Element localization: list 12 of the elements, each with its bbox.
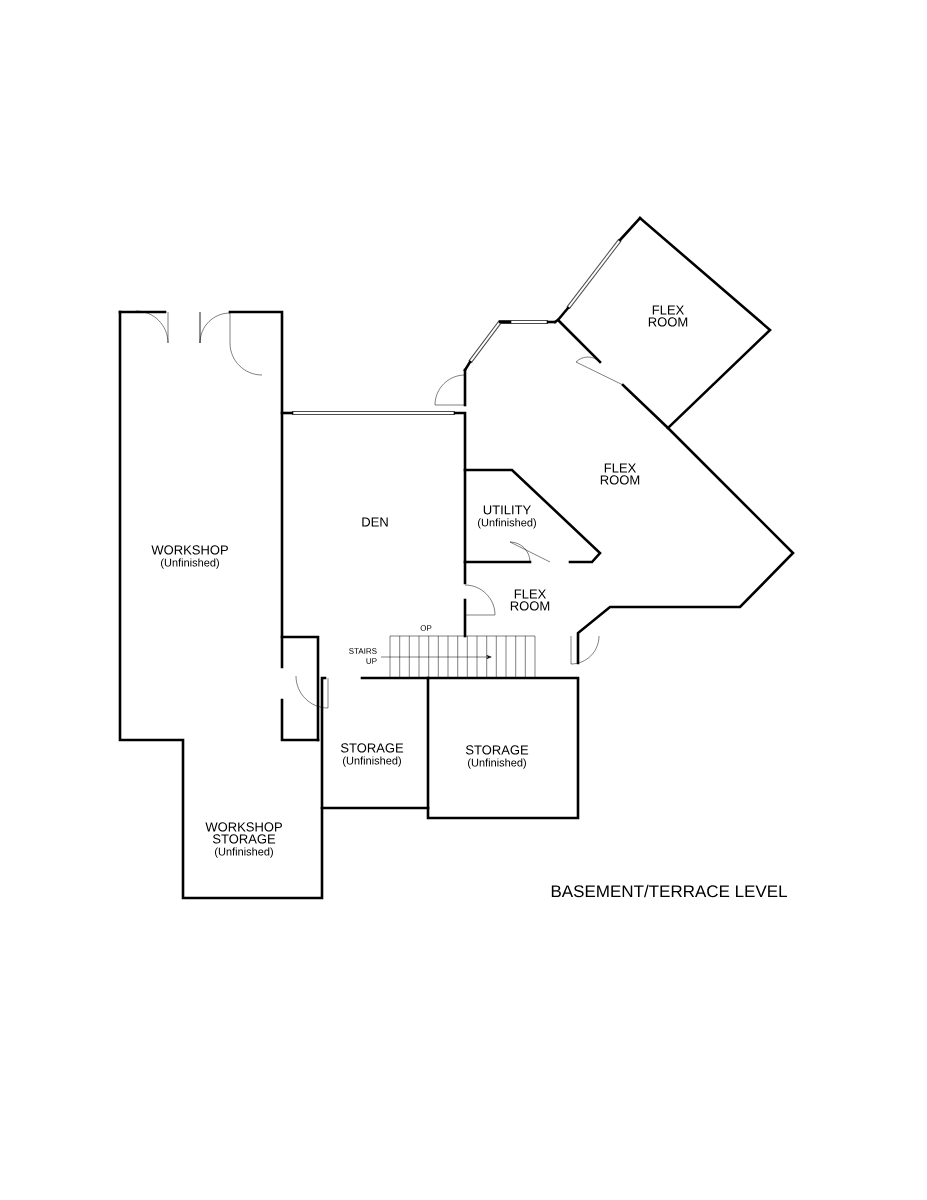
- level-caption: BASEMENT/TERRACE LEVEL: [551, 884, 787, 898]
- room-label: STORAGE (Unfinished): [465, 745, 529, 769]
- stair-label: STAIRS UP: [349, 648, 377, 664]
- room-label: UTILITY (Unfinished): [478, 505, 536, 529]
- room-label: FLEX ROOM: [648, 305, 688, 327]
- room-label: WORKSHOP STORAGE (Unfinished): [205, 822, 282, 858]
- room-label: WORKSHOP (Unfinished): [151, 545, 228, 569]
- room-label: FLEX ROOM: [510, 589, 550, 611]
- room-label: FLEX ROOM: [600, 463, 640, 485]
- room-label: DEN: [362, 517, 388, 527]
- door-note: OP: [420, 625, 432, 631]
- room-label: STORAGE (Unfinished): [340, 743, 404, 767]
